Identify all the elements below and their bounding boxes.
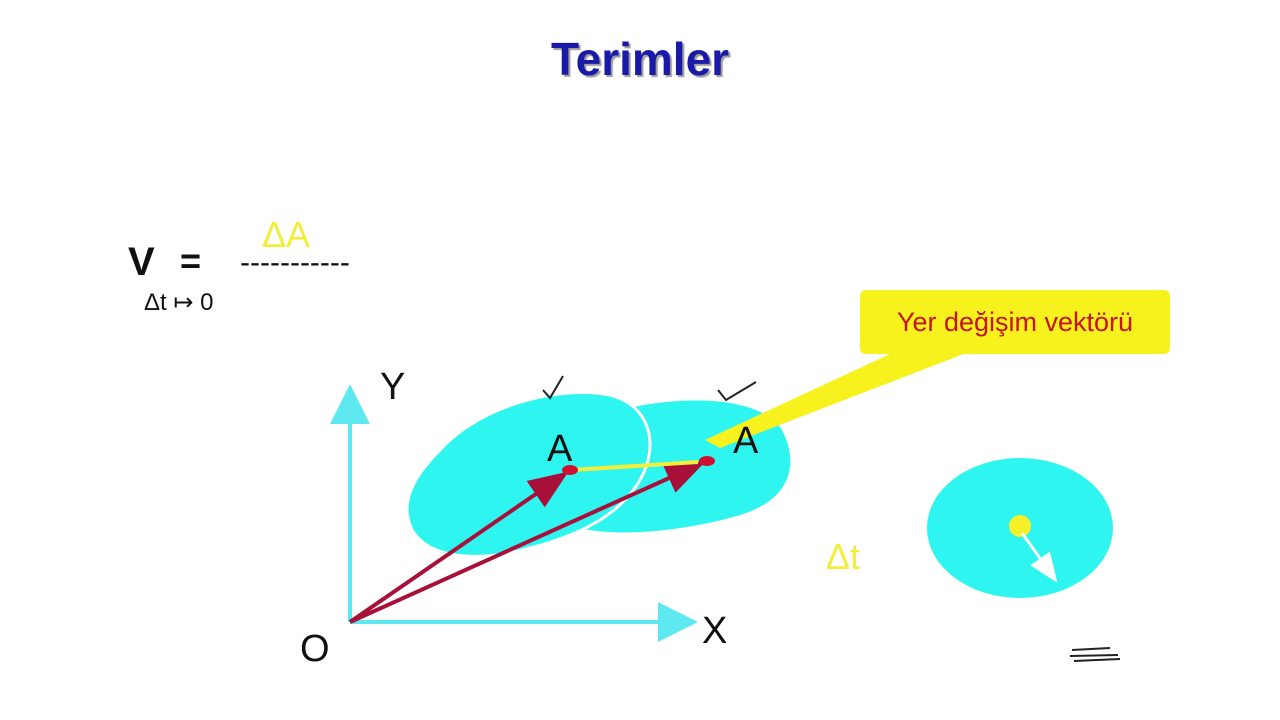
equation-equals: =: [180, 240, 202, 281]
point-a: [562, 465, 578, 475]
scribble-mark: [1069, 647, 1121, 662]
circle-center-point: [1009, 515, 1031, 537]
displacement-vector: [571, 460, 699, 472]
point-a-label: A: [547, 428, 573, 470]
circle-velocity-arrow: [1020, 532, 1058, 583]
callout-text: Yer değişim vektörü: [896, 306, 1134, 337]
slide-title: Terimler: [550, 33, 730, 85]
y-axis-label: Y: [380, 366, 406, 408]
equation-fraction-line: -----------: [240, 246, 350, 279]
point-a-prime-label: A: [733, 420, 759, 462]
delta-t-label: Δt: [826, 536, 861, 577]
displacement-callout: Yer değişim vektörü: [860, 290, 1170, 354]
x-axis-label: X: [702, 610, 728, 652]
point-a-prime: [699, 456, 715, 466]
position-vector-a: [348, 471, 569, 624]
position-vector-a-prime: [349, 461, 706, 624]
check-mark-1: [542, 375, 564, 400]
origin-label: O: [300, 628, 330, 670]
equation-limit: Δt ↦ 0: [144, 289, 214, 316]
equation-numerator: ΔA: [262, 214, 311, 255]
check-mark-2: [717, 381, 757, 402]
callout-pointer: [705, 340, 1000, 448]
equation-lhs: V: [128, 240, 155, 284]
